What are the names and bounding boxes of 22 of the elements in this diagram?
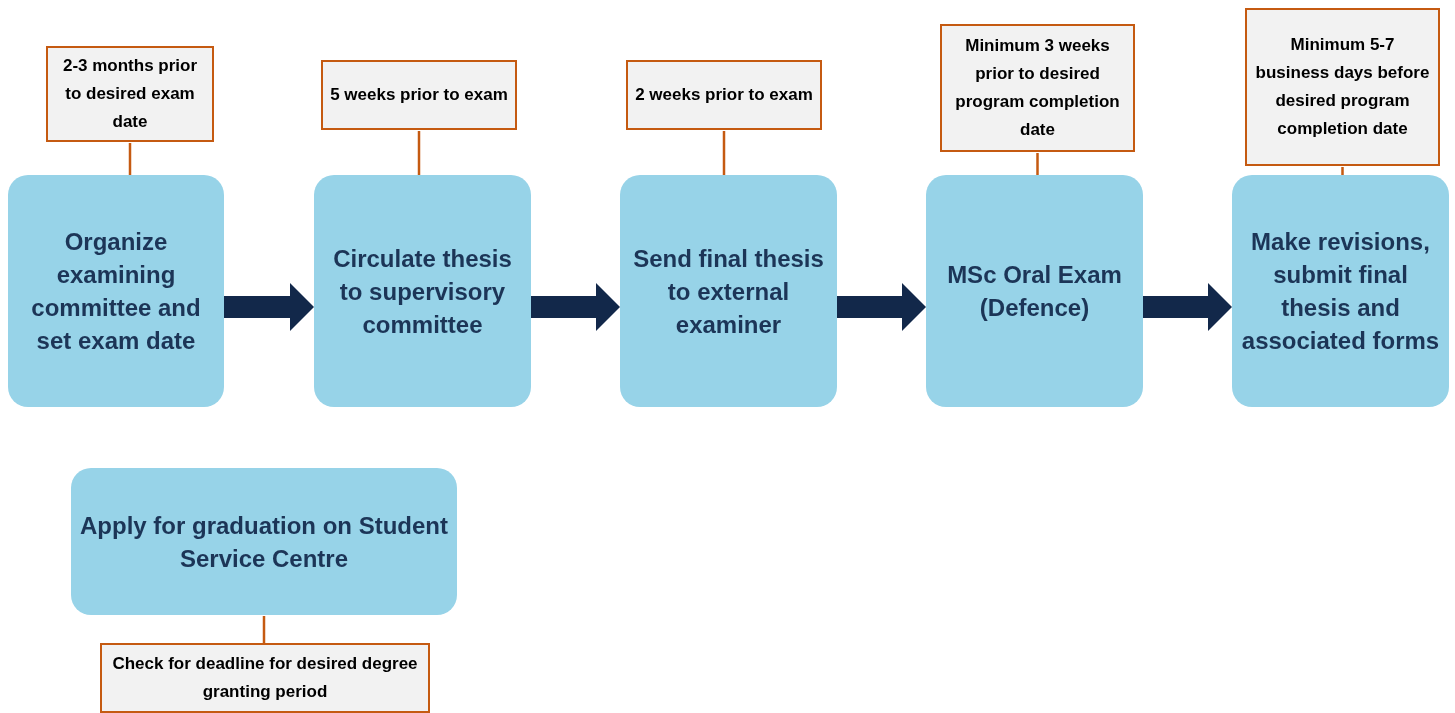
connector-line [1341, 167, 1344, 175]
process-box: Apply for graduation on Student Service Centre [71, 468, 457, 615]
process-box: Circulate thesis to supervisory committee [314, 175, 531, 407]
timing-note: Minimum 5-7 business days before desired program completion date [1245, 8, 1440, 166]
connector-line [1036, 153, 1039, 175]
timing-note: Check for deadline for desired degree granting period [100, 643, 430, 713]
block-arrow [1143, 283, 1232, 331]
connector-line [262, 616, 266, 643]
connector-line [722, 131, 726, 175]
process-box: MSc Oral Exam (Defence) [926, 175, 1143, 407]
timing-note: Minimum 3 weeks prior to desired program completion date [940, 24, 1135, 152]
process-box: Organize examining committee and set exam date [8, 175, 224, 407]
block-arrow [224, 283, 314, 331]
block-arrow [837, 283, 926, 331]
process-box: Make revisions, submit final thesis and associated forms [1232, 175, 1449, 407]
block-arrow [531, 283, 620, 331]
connector-line [128, 143, 132, 175]
timing-note: 5 weeks prior to exam [321, 60, 517, 130]
timing-note: 2 weeks prior to exam [626, 60, 822, 130]
timing-note: 2-3 months prior to desired exam date [46, 46, 214, 142]
connector-line [417, 131, 421, 175]
process-box: Send final thesis to external examiner [620, 175, 837, 407]
